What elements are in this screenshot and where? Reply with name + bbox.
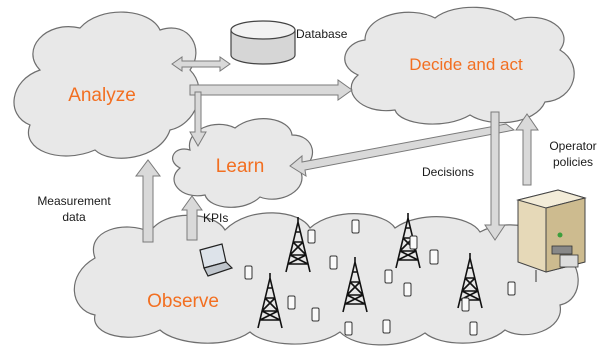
phone-icon: [244, 265, 253, 280]
operator-label-line2: policies: [553, 155, 593, 169]
server-icon: [516, 189, 587, 282]
tower-icon: [457, 253, 483, 309]
phone-icon: [429, 249, 439, 265]
decide-cloud: [344, 6, 575, 125]
kpis-label: KPIs: [203, 211, 228, 225]
arrow-analyze-learn: [189, 91, 207, 148]
arrow-analyze-database: [171, 56, 231, 72]
decisions-label: Decisions: [422, 165, 474, 179]
node-label-decide: Decide and act: [409, 55, 523, 74]
phone-icon: [287, 295, 296, 310]
tower-icon: [257, 273, 283, 329]
arrow-measurement-data: [135, 159, 161, 243]
arrow-decide-learn: [289, 123, 516, 178]
phone-icon: [344, 321, 353, 336]
phone-icon: [311, 307, 320, 322]
phone-icon: [507, 281, 516, 296]
measurement-label-line1: Measurement: [37, 194, 111, 208]
phone-icon: [469, 321, 478, 336]
node-label-learn: Learn: [216, 156, 265, 177]
arrow-operator-policies: [515, 113, 539, 186]
node-label-analyze: Analyze: [68, 85, 136, 106]
phone-icon: [329, 255, 338, 270]
operator-label-line1: Operator: [549, 139, 596, 153]
phone-icon: [461, 297, 470, 312]
observe-cloud: [73, 212, 579, 346]
measurement-label-line2: data: [62, 210, 86, 224]
laptop-icon: [199, 243, 234, 277]
phone-icon: [307, 229, 316, 244]
phone-icon: [351, 219, 360, 234]
phone-icon: [403, 282, 412, 297]
learn-cloud: [172, 118, 314, 208]
tower-icon: [285, 217, 311, 273]
phone-icon: [409, 235, 418, 250]
phone-icon: [382, 319, 391, 334]
phone-icon: [384, 269, 393, 284]
arrow-analyze-decide: [189, 79, 353, 101]
tower-icon: [342, 257, 368, 313]
arrow-kpis: [181, 195, 203, 241]
node-label-observe: Observe: [147, 291, 219, 312]
arrow-decisions: [484, 111, 506, 241]
database-label: Database: [296, 27, 348, 41]
database-icon: [230, 20, 296, 65]
